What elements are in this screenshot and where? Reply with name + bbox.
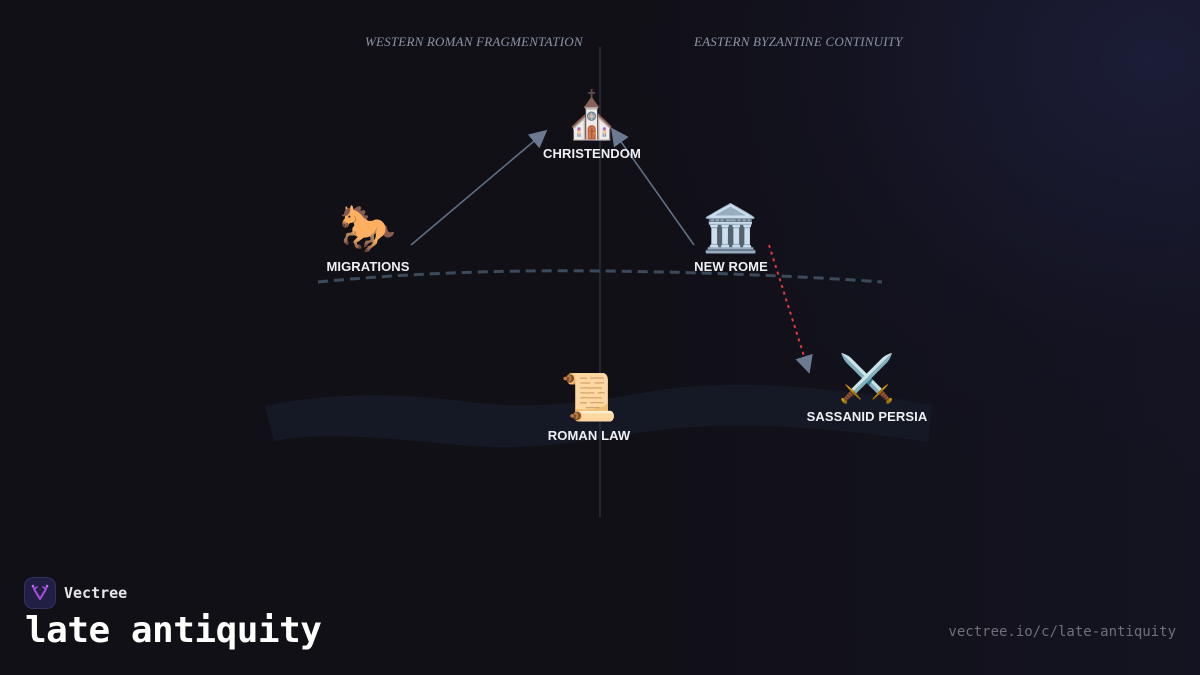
boundary-line	[317, 269, 883, 284]
node-migrations[interactable]: 🐎 MIGRATIONS	[326, 201, 409, 274]
node-label: NEW ROME	[694, 259, 768, 274]
edge-migrations-christendom	[410, 129, 548, 246]
node-label: MIGRATIONS	[326, 259, 410, 274]
node-label: CHRISTENDOM	[543, 146, 641, 161]
vectree-logo-icon	[24, 577, 56, 609]
crossed-swords-icon: ⚔️	[838, 351, 896, 405]
node-new-rome[interactable]: 🏛️ NEW ROME	[694, 201, 768, 274]
node-roman-law[interactable]: 📜 ROMAN LAW	[548, 370, 631, 443]
church-icon: ⛪	[563, 88, 621, 142]
scroll-icon: 📜	[560, 370, 618, 424]
edge-new-rome-sassanid	[768, 244, 813, 374]
brand: Vectree	[24, 577, 127, 609]
horse-icon: 🐎	[339, 201, 397, 255]
page-title: late antiquity	[25, 610, 322, 651]
foundation-band	[265, 384, 932, 448]
node-christendom[interactable]: ⛪ CHRISTENDOM	[543, 88, 641, 161]
node-label: ROMAN LAW	[547, 428, 631, 443]
page-url[interactable]: vectree.io/c/late-antiquity	[948, 624, 1176, 640]
node-label: SASSANID PERSIA	[806, 409, 928, 424]
edge-new-rome-christendom	[610, 127, 695, 246]
classical-building-icon: 🏛️	[702, 201, 760, 255]
brand-name: Vectree	[64, 584, 128, 602]
node-sassanid-persia[interactable]: ⚔️ SASSANID PERSIA	[807, 351, 928, 424]
zone-label-east: EASTERN BYZANTINE CONTINUITY	[694, 34, 903, 49]
zone-label-west: WESTERN ROMAN FRAGMENTATION	[365, 34, 583, 49]
